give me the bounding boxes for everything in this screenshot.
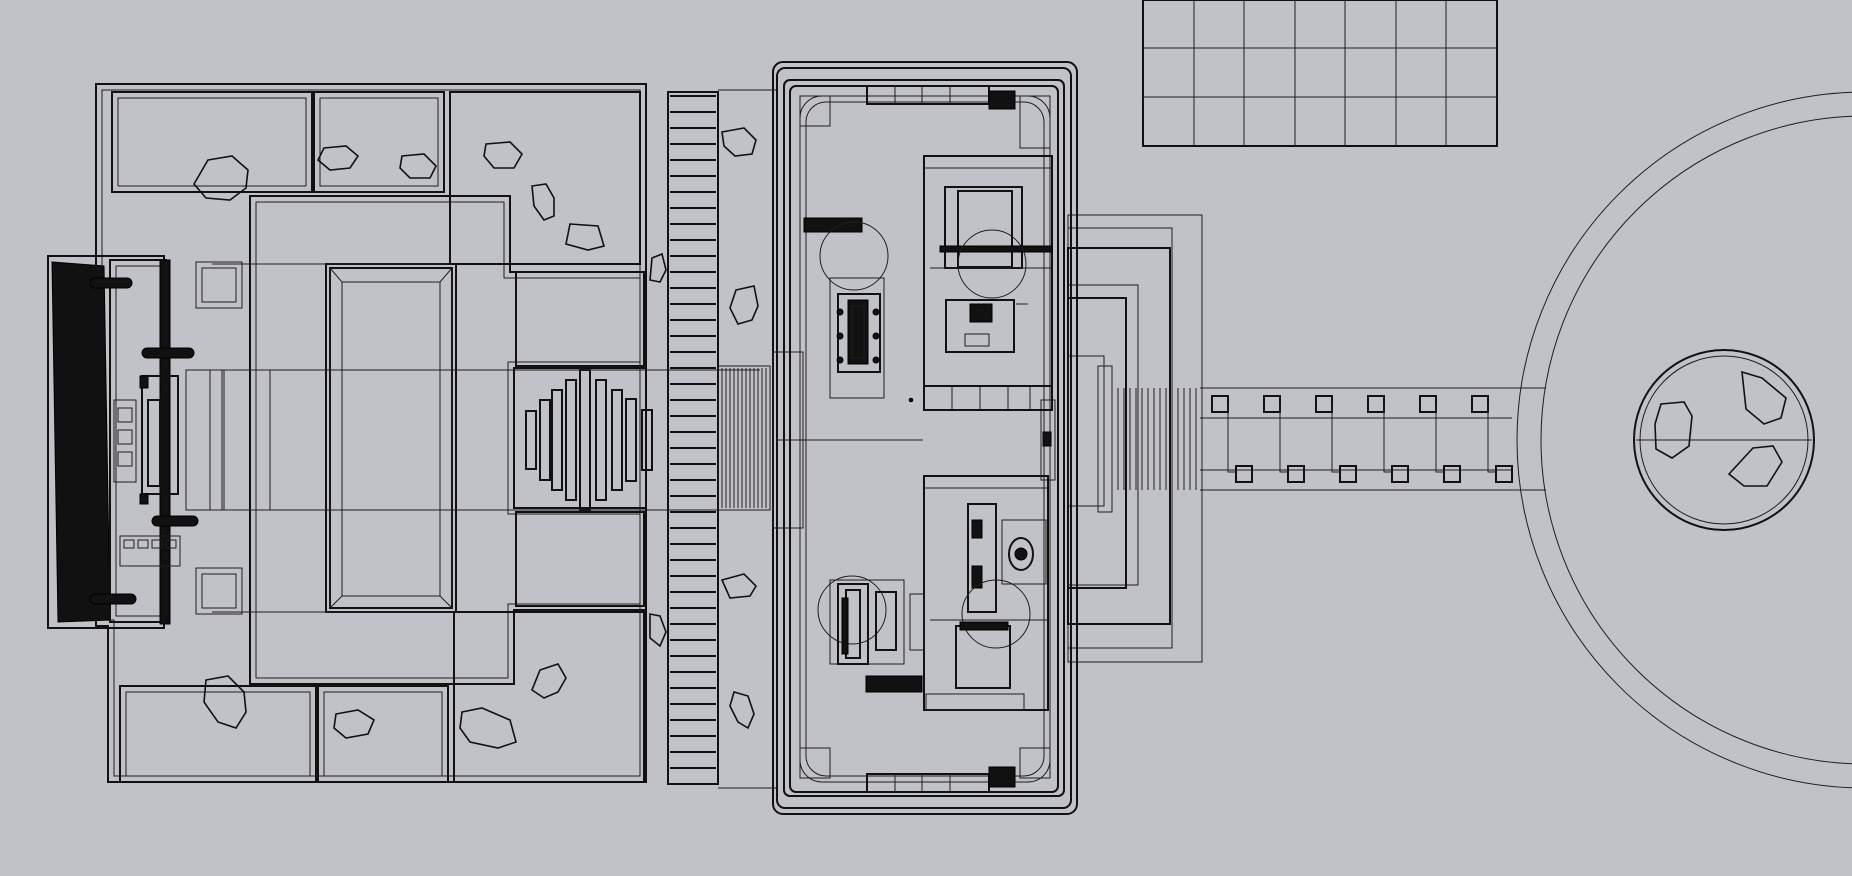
terrace-rocks <box>193 141 606 749</box>
pier-post <box>1391 465 1409 483</box>
striped-walkway <box>667 89 776 789</box>
stepping-block <box>525 410 537 470</box>
stepping-block <box>539 399 551 481</box>
pier-post <box>1471 395 1489 413</box>
pier-rail <box>1279 404 1288 473</box>
pier-post <box>1419 395 1437 413</box>
island-rock-3 <box>1727 445 1783 487</box>
stepping-blocks <box>525 369 653 511</box>
pier-post <box>1315 395 1333 413</box>
pier-post <box>1495 465 1513 483</box>
pier-post <box>1287 465 1305 483</box>
stepping-block <box>551 389 563 491</box>
pavilion <box>772 61 1078 815</box>
island-rock-2 <box>1741 370 1787 425</box>
walkway-stripes <box>670 95 716 769</box>
stepping-block <box>565 379 577 501</box>
bench-west <box>47 255 243 629</box>
pier-rail <box>1227 404 1236 473</box>
stepping-block <box>595 379 607 501</box>
stepping-block <box>579 369 591 511</box>
walkway-rocks <box>649 127 759 730</box>
grid-panel <box>1142 0 1498 147</box>
entry-steps <box>721 368 767 508</box>
east-deck <box>1067 214 1203 663</box>
pier-rail <box>1331 404 1340 473</box>
bedroom-lower <box>817 475 1049 711</box>
bedroom-upper <box>819 155 1053 411</box>
pier-post <box>1367 395 1385 413</box>
round-island <box>1633 349 1815 531</box>
central-platform <box>196 195 760 685</box>
pier-post <box>1235 465 1253 483</box>
circular-pool <box>1516 91 1852 789</box>
stepping-block <box>611 389 623 491</box>
pier-post <box>1339 465 1357 483</box>
stepping-block <box>625 398 637 482</box>
east-steps <box>1111 388 1197 490</box>
pier-rail <box>1435 404 1444 473</box>
pier-post <box>1443 465 1461 483</box>
pier-posts <box>1211 395 1513 483</box>
pier-post <box>1211 395 1229 413</box>
pier-rail <box>1487 404 1496 473</box>
pier-rail <box>1383 404 1392 473</box>
pier-post <box>1263 395 1281 413</box>
island-rock-1 <box>1654 401 1693 459</box>
